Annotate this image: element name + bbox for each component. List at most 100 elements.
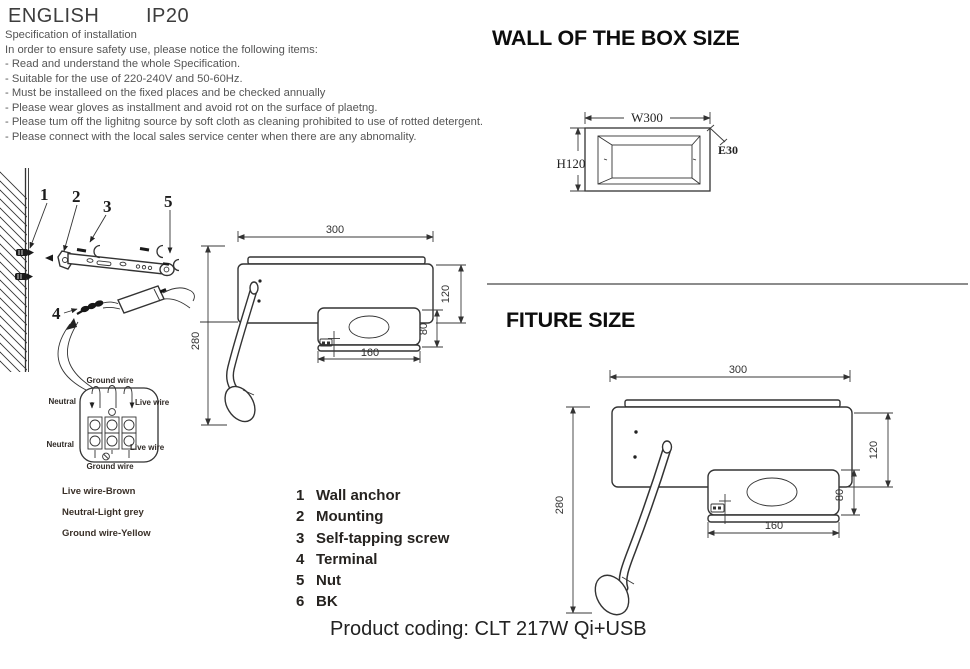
fixture-switch-height-label: 80: [418, 323, 430, 335]
legend-num: 2: [296, 508, 305, 526]
legend-num: 3: [296, 529, 305, 547]
wall-anchor: [16, 249, 34, 256]
parts-legend: 1 Wall anchor 2 Mounting 3 Self-tapping …: [296, 487, 449, 615]
fixture-body-height-label: 120: [868, 441, 880, 459]
part-number-5: 5: [164, 192, 173, 211]
dim-total-height: 280: [190, 245, 227, 426]
fixture-switch-width-label: 160: [361, 347, 379, 359]
gooseneck-arm: [224, 281, 259, 423]
dim-switch-height: 80: [834, 469, 860, 516]
nut: [162, 258, 180, 272]
part-number-2: 2: [72, 187, 81, 206]
dim-switch-width: 160: [317, 347, 421, 363]
switch-box: [317, 307, 421, 357]
terminal-label-neutral-top: Neutral: [48, 397, 76, 406]
fixture-drawing-large: 300 280: [554, 364, 893, 616]
fixture-width-label: 300: [729, 364, 747, 376]
legend-label: BK: [316, 593, 338, 611]
wire-color-live: Live wire-Brown: [62, 486, 136, 497]
qi-charging-pad: [348, 315, 390, 339]
part-number-4: 4: [52, 304, 61, 323]
spec-item: - Suitable for the use of 220-240V and 5…: [5, 72, 243, 85]
spec-item: - Please tum off the lighitng source by …: [5, 116, 484, 128]
fixture-body-height-label: 120: [440, 285, 452, 303]
dim-switch-width: 160: [707, 520, 840, 538]
legend-item: 3 Self-tapping screw: [296, 530, 449, 551]
fixture-total-height-label: 280: [554, 496, 566, 514]
legend-item: 1 Wall anchor: [296, 487, 449, 508]
dim-total-height: 280: [554, 406, 592, 614]
fixture-size-title: FITURE SIZE: [506, 308, 636, 332]
terminal-label-ground-bottom: Ground wire: [86, 462, 134, 471]
wire-color-neutral: Neutral-Light grey: [62, 507, 145, 518]
terminal-wire-run: [57, 318, 94, 391]
installation-diagram: 1 2 3 5 4: [0, 168, 195, 539]
terminal-label-neutral-bottom: Neutral: [46, 440, 74, 449]
spec-item: - Please connect with the local sales se…: [5, 130, 417, 143]
legend-item: 6 BK: [296, 593, 449, 614]
usb-port: [319, 338, 333, 347]
usb-port: [710, 503, 725, 513]
fixture-total-height-label: 280: [190, 332, 202, 350]
product-code: CLT 217W Qi+USB: [474, 618, 647, 640]
wire-color-ground: Ground wire-Yellow: [62, 528, 151, 539]
wall-box-title: WALL OF THE BOX SIZE: [492, 26, 740, 50]
legend-num: 6: [296, 593, 305, 611]
spec-block: Specification of installation In order t…: [5, 28, 483, 144]
terminal-label-live-bottom: Live wire: [130, 443, 165, 452]
legend-item: 5 Nut: [296, 572, 449, 593]
product-coding-label: Product coding:: [330, 618, 469, 640]
gooseneck-arm: [594, 440, 673, 616]
legend-label: Mounting: [316, 508, 384, 526]
product-coding: Product coding: CLT 217W Qi+USB: [330, 618, 647, 641]
part-number-1: 1: [40, 185, 49, 204]
callout-leaders: [29, 202, 173, 314]
lamp-head: [224, 385, 256, 423]
terminal-label-ground-top: Ground wire: [86, 376, 134, 385]
qi-charging-pad: [746, 477, 798, 507]
language-label: ENGLISH: [8, 5, 100, 27]
fixture-drawing-small: 300 280: [190, 224, 466, 426]
self-tapping-screw: [76, 244, 164, 259]
dim-w300: W300: [584, 110, 711, 125]
section-divider: [487, 283, 968, 285]
mounting-bracket: [45, 250, 175, 277]
legend-num: 5: [296, 572, 305, 590]
spec-intro: In order to ensure safety use, please no…: [5, 43, 318, 56]
legend-num: 1: [296, 487, 305, 504]
fixture-switch-height-label: 80: [834, 489, 846, 501]
wall-box-width-label: W300: [631, 110, 663, 125]
legend-label: Nut: [316, 572, 341, 590]
legend-label: Self-tapping screw: [316, 529, 450, 547]
wall-box-height-label: H120: [557, 156, 586, 171]
terminal-label-live-top: Live wire: [135, 398, 170, 407]
legend-label: Terminal: [316, 550, 378, 568]
wall-box-edge-label: E30: [718, 143, 738, 157]
terminal-and-driver: [76, 285, 195, 315]
wall-anchor: [15, 273, 33, 280]
lamp-head: [594, 574, 630, 616]
ip-rating: IP20: [146, 5, 190, 27]
fixture-width-label: 300: [326, 224, 344, 236]
spec-item: - Please wear gloves as installment and …: [5, 101, 378, 114]
legend-label: Wall anchor: [316, 487, 401, 504]
wall-hatch: [0, 168, 29, 372]
dim-body-height: 120: [842, 412, 893, 488]
terminal-block-detail: [79, 385, 159, 463]
legend-item: 2 Mounting: [296, 508, 449, 529]
fixture-switch-width-label: 160: [765, 520, 783, 532]
legend-num: 4: [296, 550, 305, 568]
dim-switch-height: 80: [418, 309, 443, 348]
legend-item: 4 Terminal: [296, 551, 449, 572]
spec-item: - Must be installeed on the fixed places…: [5, 87, 326, 99]
recessed-box: [584, 127, 711, 192]
dim-width: 300: [237, 224, 434, 242]
dim-body-height: 120: [436, 264, 466, 324]
spec-item: - Read and understand the whole Specific…: [5, 58, 241, 70]
wall-box-drawing: W300 H120 E30: [557, 110, 738, 192]
dim-h120: H120: [557, 127, 587, 192]
dim-width: 300: [609, 364, 851, 382]
part-number-3: 3: [103, 197, 112, 216]
switch-box: [707, 469, 840, 524]
